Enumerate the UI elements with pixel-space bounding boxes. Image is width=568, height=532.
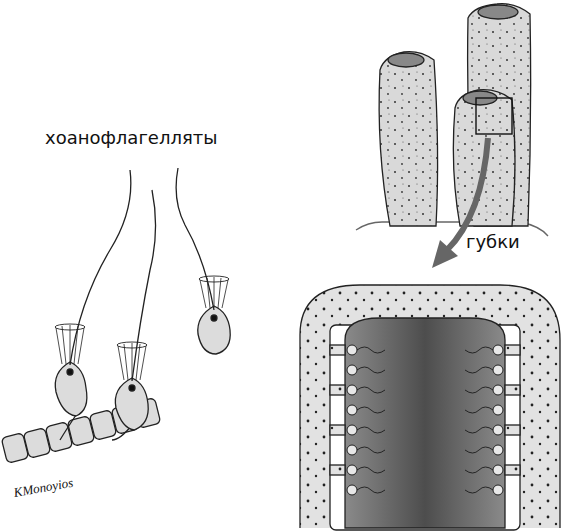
choanocyte xyxy=(347,465,385,475)
choanocyte xyxy=(465,365,503,375)
choanocyte xyxy=(347,485,385,495)
choanocyte xyxy=(465,345,503,355)
choanocyte xyxy=(465,485,503,495)
group-label: хоанофлагелляты xyxy=(45,128,217,149)
choanocyte xyxy=(347,425,385,435)
sponge-section xyxy=(300,285,560,530)
choanoflagellates xyxy=(1,168,230,463)
artist-signature: KMonoyios xyxy=(13,476,75,501)
choanocyte xyxy=(465,425,503,435)
choanocyte xyxy=(465,465,503,475)
choanocyte xyxy=(347,345,385,355)
choanocyte xyxy=(465,405,503,415)
choanocyte xyxy=(347,445,385,455)
choanocyte xyxy=(465,445,503,455)
sponge-tubes xyxy=(356,4,548,236)
choanocyte xyxy=(347,385,385,395)
choanocyte xyxy=(347,405,385,415)
choanocyte xyxy=(347,365,385,375)
group-label: губки xyxy=(466,232,520,253)
choanocyte xyxy=(465,385,503,395)
